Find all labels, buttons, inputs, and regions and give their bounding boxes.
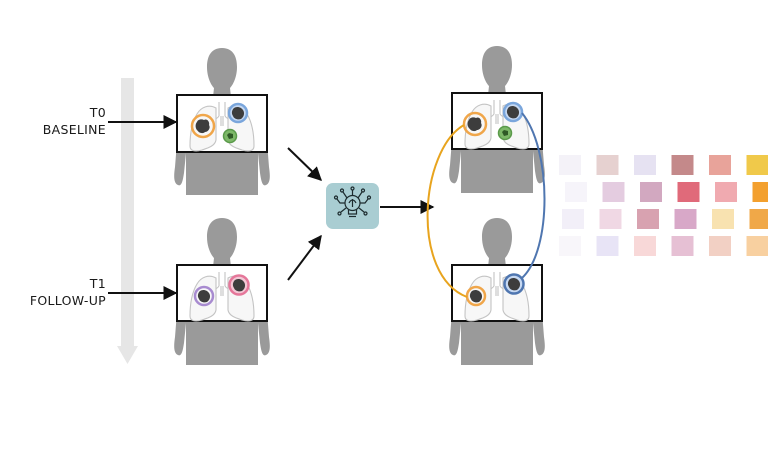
feature-cell — [634, 155, 656, 175]
feature-cell — [637, 209, 659, 229]
t0-code: T0 — [89, 105, 106, 120]
feature-cell — [559, 236, 581, 256]
feature-cell — [640, 182, 662, 202]
model-block — [326, 183, 379, 229]
feature-cell — [634, 236, 656, 256]
feature-matrix — [559, 155, 768, 256]
feature-cell — [712, 209, 734, 229]
feature-cell — [565, 182, 587, 202]
timeline-arrow — [117, 78, 138, 364]
ai-lightbulb-circuit-icon — [333, 186, 372, 218]
feature-cell — [671, 155, 694, 175]
feature-cell — [709, 236, 731, 256]
t0-name: BASELINE — [42, 122, 106, 137]
feature-cell — [715, 182, 737, 202]
feature-cell — [596, 155, 619, 175]
matched-patient-t1 — [449, 218, 545, 365]
matched-patient-t0 — [449, 46, 545, 193]
feature-cell — [746, 236, 768, 256]
patient-t1 — [174, 218, 270, 365]
blue-lesion-link — [521, 112, 546, 279]
feature-cell — [599, 209, 622, 229]
feature-cell — [559, 155, 581, 175]
feature-cell — [674, 209, 697, 229]
feature-cell — [752, 182, 768, 202]
lesion-orange — [190, 113, 216, 139]
input-arrow-t0 — [287, 147, 323, 181]
feature-cell — [596, 236, 619, 256]
feature-cell — [562, 209, 584, 229]
input-arrow-t1 — [287, 234, 322, 281]
t1-code: T1 — [89, 276, 106, 291]
t1-label: T1 FOLLOW-UP — [4, 275, 106, 309]
t1-name: FOLLOW-UP — [29, 293, 106, 308]
feature-cell — [749, 209, 768, 229]
t0-label: T0 BASELINE — [20, 104, 106, 138]
feature-cell — [746, 155, 768, 175]
feature-cell — [709, 155, 731, 175]
lesion-purple — [193, 285, 215, 307]
feature-cell — [602, 182, 625, 202]
feature-cell — [671, 236, 694, 256]
lesion-orange — [462, 111, 488, 137]
feature-cell — [677, 182, 700, 202]
orange-lesion-link — [426, 124, 468, 298]
patient-t0 — [174, 48, 270, 195]
